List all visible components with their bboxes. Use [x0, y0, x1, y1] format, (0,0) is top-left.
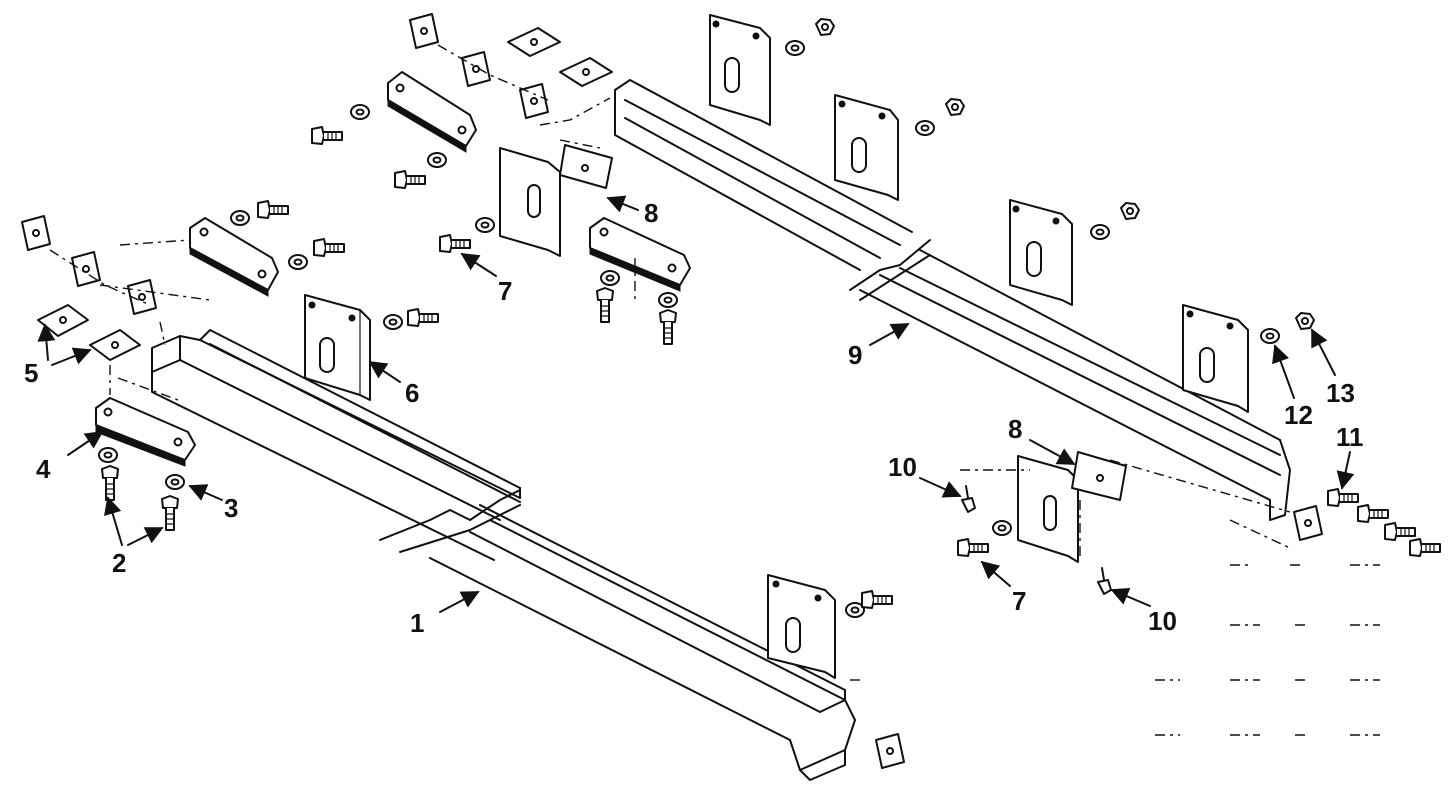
callout-4: 4	[36, 454, 51, 484]
hardware	[98, 18, 1441, 618]
callout-9: 9	[848, 340, 862, 370]
splice-plate-top	[387, 71, 477, 153]
bracket-front-left	[304, 294, 371, 401]
side-bracket-lower	[1017, 451, 1127, 563]
front-rail	[151, 329, 856, 781]
callout-6: 6	[405, 378, 419, 408]
assembly-lines	[49, 44, 1380, 736]
callout-12: 12	[1284, 400, 1313, 430]
callout-8-upper: 8	[644, 198, 658, 228]
callout-10-lower: 10	[1148, 606, 1177, 636]
splice-plate-center	[589, 217, 691, 292]
splice-plate-front	[95, 397, 196, 467]
callout-7-lower: 7	[1012, 586, 1026, 616]
callout-1: 1	[410, 608, 424, 638]
bracket-back-1	[709, 14, 771, 126]
bracket-back-4	[1182, 304, 1249, 413]
callout-labels: 1 2 3 4 5 6 7 7 8 8 9 10 10 11 12 13	[24, 198, 1364, 638]
callout-arrows	[37, 195, 1355, 613]
callout-7-upper: 7	[498, 276, 512, 306]
callout-10-upper: 10	[888, 452, 917, 482]
callout-8-lower: 8	[1008, 414, 1022, 444]
bracket-back-3	[1009, 199, 1073, 306]
callout-13: 13	[1326, 378, 1355, 408]
back-rail	[614, 79, 1291, 521]
callout-5: 5	[24, 358, 38, 388]
callout-2: 2	[112, 548, 126, 578]
square-plates	[21, 13, 1323, 769]
callout-11: 11	[1336, 422, 1364, 452]
splice-plate-mid	[189, 217, 279, 297]
bracket-back-2	[834, 94, 899, 201]
bracket-front-right	[767, 574, 836, 679]
callout-3: 3	[224, 493, 238, 523]
side-bracket-upper	[499, 144, 613, 257]
